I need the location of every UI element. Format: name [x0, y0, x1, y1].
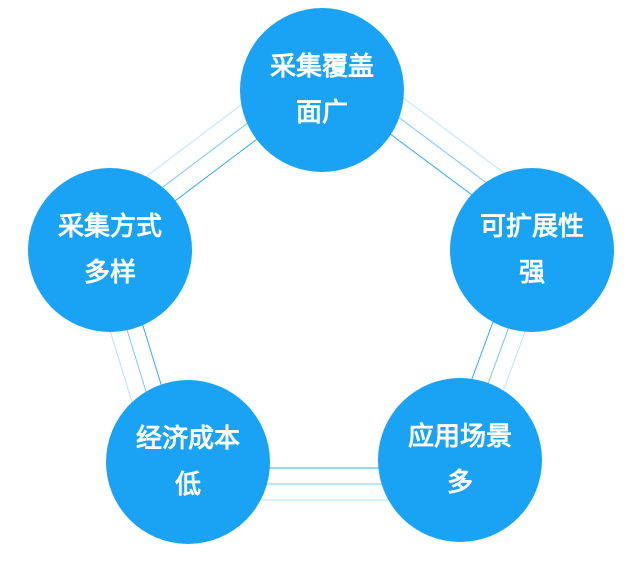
node-scenarios: 应用场景 多 [378, 378, 542, 542]
node-scenarios-line1: 应用场景 [407, 422, 512, 452]
node-methods-label: 采集方式 多样 [48, 204, 172, 296]
node-scalability: 可扩展性 强 [450, 168, 614, 332]
node-coverage-label: 采集覆盖 面广 [260, 44, 384, 136]
node-scalability-line1: 可扩展性 [479, 212, 584, 242]
node-cost: 经济成本 低 [106, 380, 270, 544]
node-scalability-label: 可扩展性 强 [470, 204, 594, 296]
node-coverage-line1: 采集覆盖 [269, 52, 374, 82]
node-coverage-line2: 面广 [295, 98, 348, 128]
node-methods: 采集方式 多样 [28, 168, 192, 332]
node-cost-label: 经济成本 低 [126, 416, 250, 508]
node-cost-line2: 低 [174, 470, 201, 500]
node-cost-line1: 经济成本 [135, 424, 240, 454]
node-scenarios-line2: 多 [446, 468, 473, 498]
node-methods-line2: 多样 [83, 258, 136, 288]
node-scenarios-label: 应用场景 多 [398, 414, 522, 506]
node-scalability-line2: 强 [518, 258, 545, 288]
node-methods-line1: 采集方式 [57, 212, 162, 242]
node-coverage: 采集覆盖 面广 [240, 8, 404, 172]
